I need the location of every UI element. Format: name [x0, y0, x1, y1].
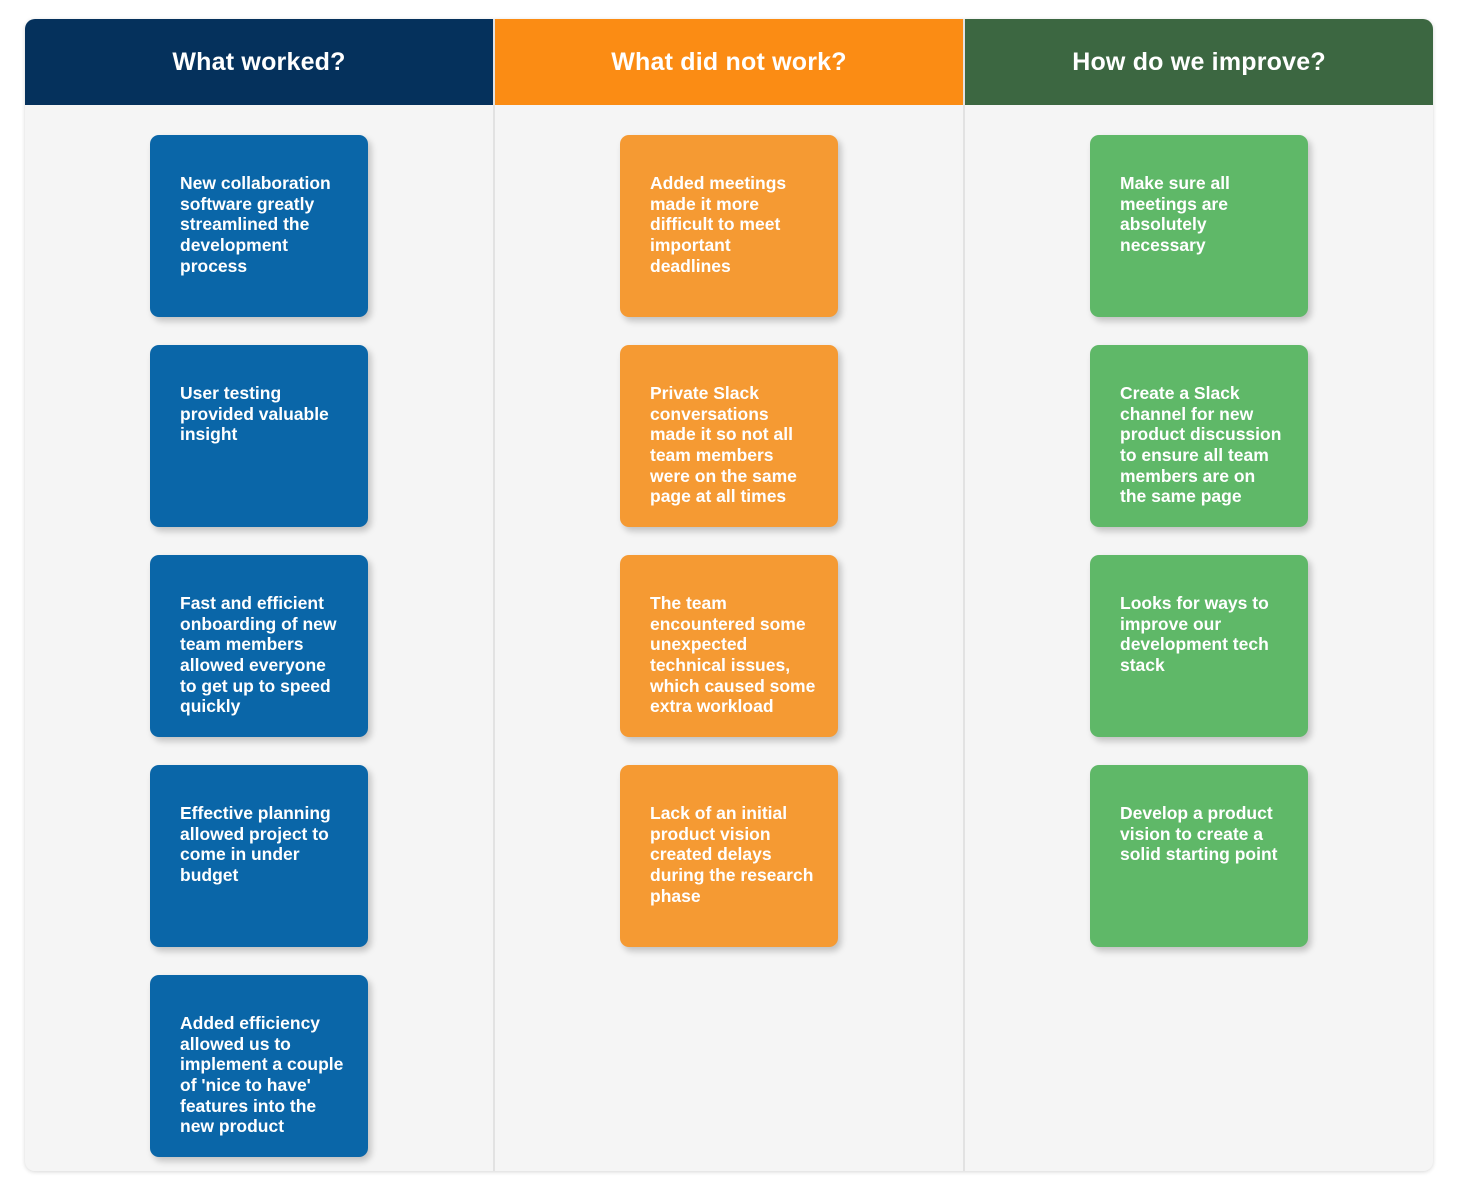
sticky-note[interactable]: User testing provided valuable insight [150, 345, 368, 527]
card-list-what-worked: New collaboration software greatly strea… [25, 105, 493, 1171]
sticky-note[interactable]: Make sure all meetings are absolutely ne… [1090, 135, 1308, 317]
column-header-what-did-not-work: What did not work? [495, 19, 963, 105]
card-list-what-did-not-work: Added meetings made it more difficult to… [495, 105, 963, 1171]
sticky-note[interactable]: Lack of an initial product vision create… [620, 765, 838, 947]
card-list-how-do-we-improve: Make sure all meetings are absolutely ne… [965, 105, 1433, 1171]
column-title-what-did-not-work: What did not work? [611, 47, 847, 76]
sticky-note[interactable]: Looks for ways to improve our developmen… [1090, 555, 1308, 737]
sticky-note[interactable]: Fast and efficient onboarding of new tea… [150, 555, 368, 737]
column-what-did-not-work: What did not work? Added meetings made i… [493, 19, 963, 1171]
column-how-do-we-improve: How do we improve? Make sure all meeting… [963, 19, 1433, 1171]
column-title-what-worked: What worked? [172, 47, 346, 76]
sticky-note[interactable]: Effective planning allowed project to co… [150, 765, 368, 947]
sticky-note[interactable]: Develop a product vision to create a sol… [1090, 765, 1308, 947]
column-header-what-worked: What worked? [25, 19, 493, 105]
column-header-how-do-we-improve: How do we improve? [965, 19, 1433, 105]
sticky-note[interactable]: Added efficiency allowed us to implement… [150, 975, 368, 1157]
column-what-worked: What worked? New collaboration software … [25, 19, 493, 1171]
retrospective-board: What worked? New collaboration software … [25, 19, 1433, 1171]
column-title-how-do-we-improve: How do we improve? [1072, 47, 1326, 76]
sticky-note[interactable]: The team encountered some unexpected tec… [620, 555, 838, 737]
sticky-note[interactable]: Added meetings made it more difficult to… [620, 135, 838, 317]
sticky-note[interactable]: Private Slack conversations made it so n… [620, 345, 838, 527]
sticky-note[interactable]: New collaboration software greatly strea… [150, 135, 368, 317]
sticky-note[interactable]: Create a Slack channel for new product d… [1090, 345, 1308, 527]
